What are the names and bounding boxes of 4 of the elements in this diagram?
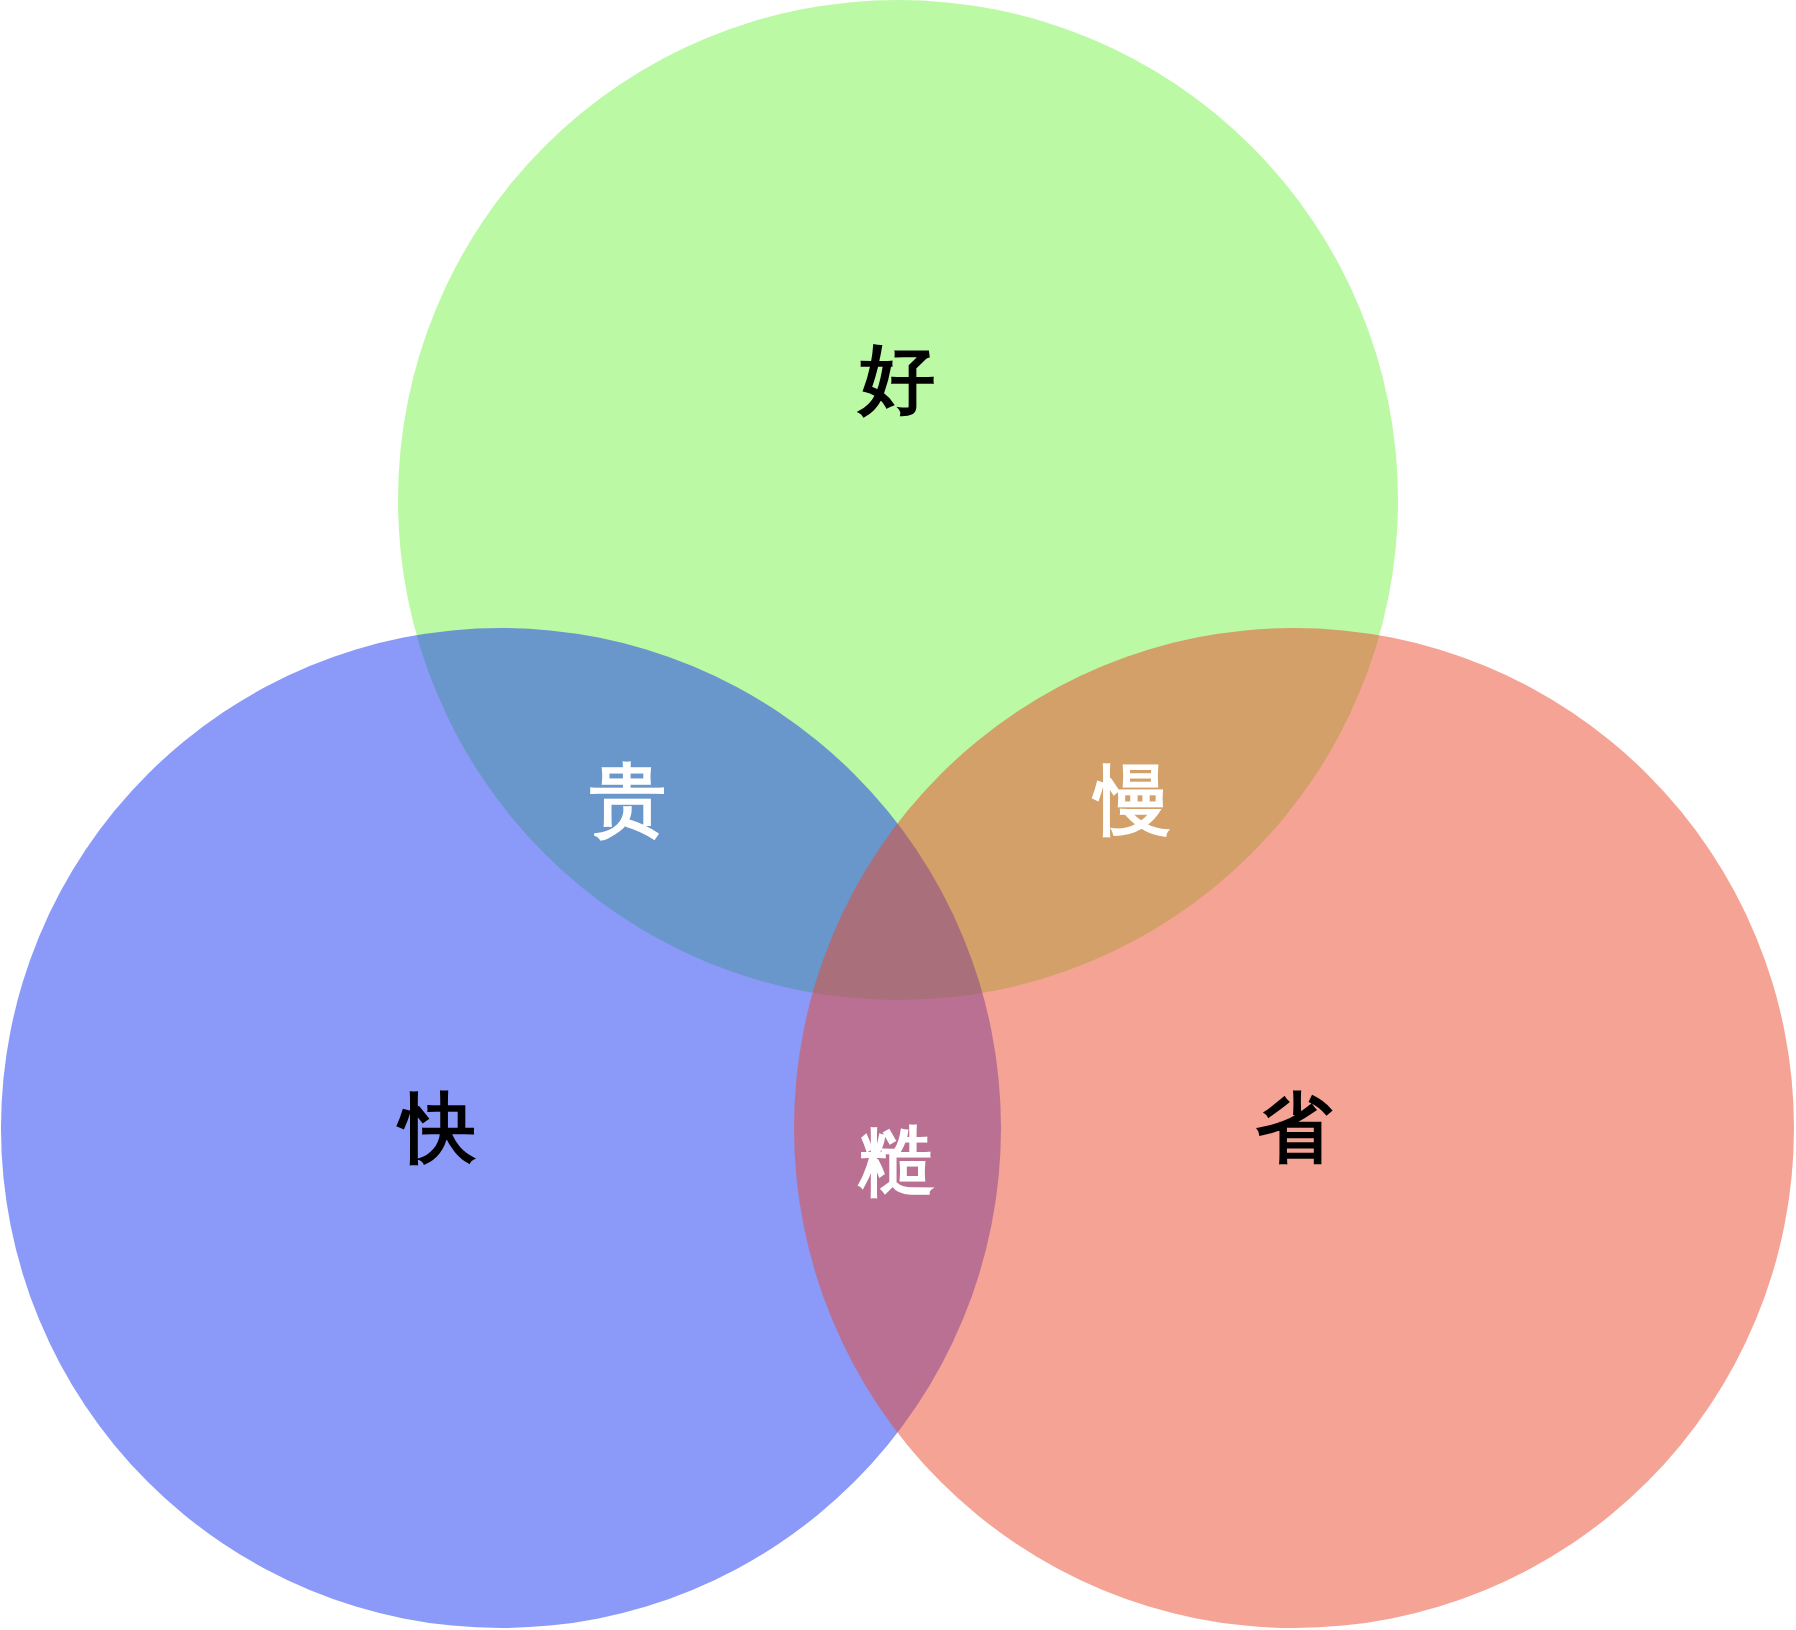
venn-circle [794,628,1794,1628]
set-label: 好 [859,341,935,417]
intersection-label: 糙 [859,1123,935,1199]
set-label: 省 [1256,1090,1332,1166]
